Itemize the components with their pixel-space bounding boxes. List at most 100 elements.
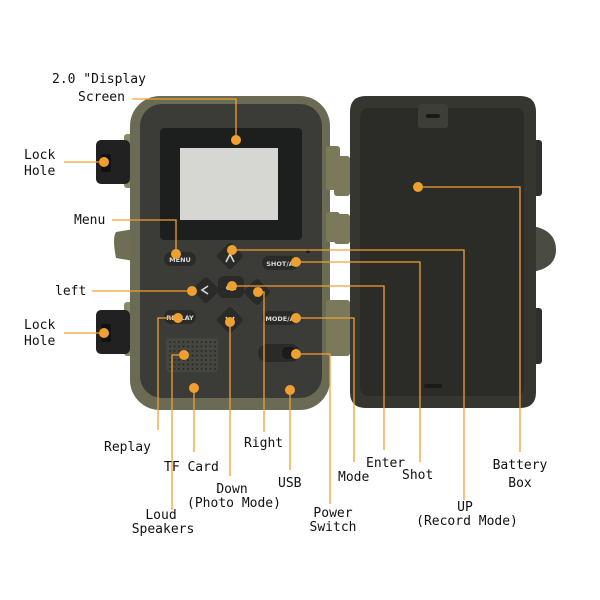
speaker-hole	[191, 341, 194, 343]
speaker-hole	[200, 354, 203, 357]
speaker-hole	[191, 345, 194, 348]
callout-line-battery	[418, 186, 521, 452]
label-replay: Replay	[104, 440, 151, 455]
camera-body: MENU SHOT/A REPLAY MODE/A	[96, 96, 340, 410]
speaker-hole	[187, 359, 189, 361]
lid-hinge-bottom	[334, 300, 350, 356]
speaker-hole	[178, 350, 180, 352]
speaker-hole	[182, 341, 185, 343]
mode-button-text: MODE/A	[265, 315, 294, 323]
speaker-hole	[191, 368, 194, 370]
callout-dot-up	[227, 245, 237, 255]
label-up-1: UP	[457, 500, 473, 515]
lid-notch-slot	[426, 114, 440, 118]
speaker-hole	[178, 359, 180, 361]
speaker-hole	[196, 354, 198, 357]
callout-line-mode	[296, 317, 355, 462]
speaker-hole	[178, 363, 180, 366]
callout-line-display	[132, 98, 237, 140]
speaker-hole	[191, 354, 194, 357]
speaker-hole	[191, 350, 194, 352]
label-display-line1: 2.0 "Display	[52, 72, 146, 87]
speaker-hole	[205, 345, 207, 348]
callout-dot-mode	[291, 313, 301, 323]
label-battery-2: Box	[508, 476, 532, 491]
speaker-hole	[209, 345, 212, 348]
speaker-hole	[173, 368, 176, 370]
display-screen	[180, 148, 278, 220]
callout-dot-loud	[179, 350, 189, 360]
speaker-hole	[205, 368, 207, 370]
label-lock-hole-bottom-1: Lock	[24, 318, 56, 333]
callout-dot-down	[225, 317, 235, 327]
speaker-hole	[182, 368, 185, 370]
label-menu: Menu	[74, 213, 106, 228]
callout-dot-shot	[291, 257, 301, 267]
speaker-hole	[196, 345, 198, 348]
speaker-hole	[209, 363, 212, 366]
battery-lid	[334, 96, 556, 408]
speaker-hole	[173, 341, 176, 343]
label-right: Right	[244, 436, 284, 451]
speaker-hole	[169, 350, 171, 352]
speaker-hole	[200, 368, 203, 370]
callout-dot-menu	[171, 249, 181, 259]
speaker-hole	[200, 350, 203, 352]
callout-dot-right	[253, 287, 263, 297]
label-left: left	[55, 284, 87, 299]
label-mode: Mode	[338, 470, 370, 485]
speaker-hole	[173, 350, 176, 352]
speaker-hole	[205, 341, 207, 343]
speaker-hole	[178, 341, 180, 343]
speaker-hole	[214, 354, 216, 357]
speaker-hole	[205, 354, 207, 357]
speaker-hole	[169, 368, 171, 370]
callout-dot-lock-bottom	[99, 328, 109, 338]
speaker-hole	[205, 350, 207, 352]
callout-dot-lock-top	[99, 157, 109, 167]
label-down-1: Down	[216, 482, 248, 497]
callouts	[64, 98, 521, 510]
speaker-hole	[209, 359, 212, 361]
speaker-hole	[169, 341, 171, 343]
speaker-hole	[191, 363, 194, 366]
speaker-hole	[196, 350, 198, 352]
speaker-hole	[209, 350, 212, 352]
label-display-line2: Screen	[78, 90, 125, 105]
menu-button-text: MENU	[169, 256, 191, 264]
callout-line-replay	[157, 317, 178, 430]
speaker-hole	[214, 341, 216, 343]
speaker-hole	[173, 345, 176, 348]
speaker-hole	[187, 368, 189, 370]
speaker-hole	[182, 345, 185, 348]
speaker-hole	[214, 345, 216, 348]
label-usb: USB	[278, 476, 302, 491]
speaker-hole	[196, 341, 198, 343]
lid-bottom-slot	[424, 384, 442, 388]
mode-button[interactable]: MODE/A	[262, 311, 298, 325]
speaker-hole	[214, 350, 216, 352]
callout-dot-enter	[227, 281, 237, 291]
speaker-hole	[214, 363, 216, 366]
speaker-hole	[209, 354, 212, 357]
speaker-hole	[178, 368, 180, 370]
lid-inner	[360, 108, 524, 396]
callout-line-enter	[232, 285, 385, 450]
speaker-hole	[196, 359, 198, 361]
callout-line-shot	[296, 261, 421, 462]
lid-hinge-mid	[334, 214, 350, 244]
shot-button[interactable]: SHOT/A	[262, 256, 298, 270]
label-power-1: Power	[313, 506, 353, 521]
speaker-grille	[166, 338, 218, 372]
speaker-hole	[214, 368, 216, 370]
label-shot: Shot	[402, 468, 434, 483]
speaker-hole	[187, 341, 189, 343]
speaker-hole	[200, 345, 203, 348]
speaker-hole	[169, 345, 171, 348]
speaker-hole	[191, 359, 194, 361]
speaker-hole	[200, 359, 203, 361]
speaker-hole	[214, 359, 216, 361]
label-power-2: Switch	[309, 520, 357, 535]
left-button[interactable]	[192, 276, 220, 304]
speaker-hole	[169, 363, 171, 366]
